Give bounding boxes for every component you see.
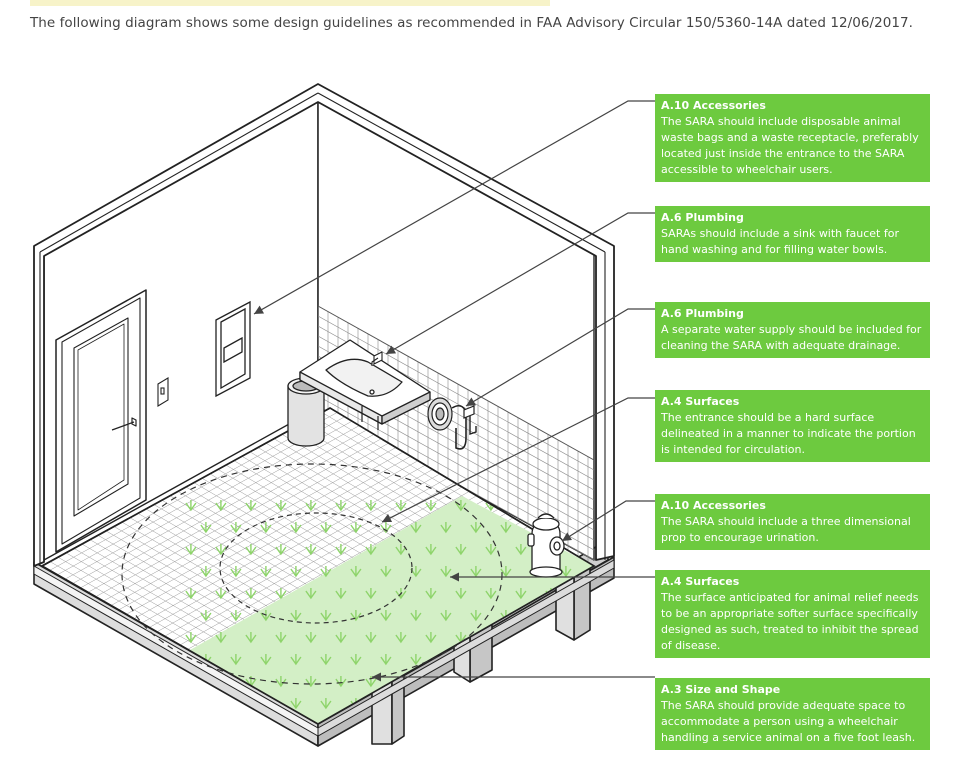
intro-text: The following diagram shows some design … — [30, 15, 913, 31]
callout-body: The entrance should be a hard surface de… — [661, 411, 916, 456]
callout-title: A.10 Accessories — [661, 99, 766, 112]
callout-body: The SARA should include disposable anima… — [661, 115, 919, 176]
floor — [33, 407, 615, 737]
callout-accessories-prop: A.10 Accessories The SARA should include… — [655, 494, 930, 550]
callout-body: The surface anticipated for animal relie… — [661, 591, 919, 652]
hose-reel — [427, 397, 477, 450]
grass-relief-area — [190, 496, 594, 724]
callout-plumbing-sink: A.6 Plumbing SARAs should include a sink… — [655, 206, 930, 262]
door — [55, 289, 147, 553]
cropped-heading-strip — [30, 0, 550, 6]
callout-title: A.6 Plumbing — [661, 307, 744, 320]
callout-leaders — [253, 100, 655, 682]
fire-hydrant — [527, 513, 565, 578]
callout-title: A.10 Accessories — [661, 499, 766, 512]
callout-title: A.6 Plumbing — [661, 211, 744, 224]
waste-bag-dispenser — [215, 300, 251, 398]
light-switch — [157, 377, 169, 407]
callout-body: A separate water supply should be includ… — [661, 323, 922, 352]
wall-tile-top-edge — [317, 305, 595, 461]
callout-body: The SARA should provide adequate space t… — [661, 699, 916, 744]
callout-body: The SARA should include a three dimensio… — [661, 515, 911, 544]
waste-receptacle — [287, 377, 325, 447]
door-window — [73, 317, 129, 517]
callout-title: A.4 Surfaces — [661, 395, 740, 408]
wheelchair-turning-outer-circle — [121, 463, 503, 685]
callout-surfaces-entrance: A.4 Surfaces The entrance should be a ha… — [655, 390, 930, 462]
callout-size-and-shape: A.3 Size and Shape The SARA should provi… — [655, 678, 930, 750]
faucet — [371, 351, 383, 366]
wall-top-cap — [33, 83, 615, 567]
wheelchair-turning-inner-circle — [219, 512, 413, 624]
floor-edge-right — [317, 559, 615, 737]
sink — [299, 339, 431, 430]
door-handle — [111, 417, 137, 431]
callout-plumbing-water-supply: A.6 Plumbing A separate water supply sho… — [655, 302, 930, 358]
callout-title: A.4 Surfaces — [661, 575, 740, 588]
callout-title: A.3 Size and Shape — [661, 683, 781, 696]
callout-accessories-waste-bags: A.10 Accessories The SARA should include… — [655, 94, 930, 182]
callout-surfaces-relief: A.4 Surfaces The surface anticipated for… — [655, 570, 930, 658]
callout-body: SARAs should include a sink with faucet … — [661, 227, 899, 256]
